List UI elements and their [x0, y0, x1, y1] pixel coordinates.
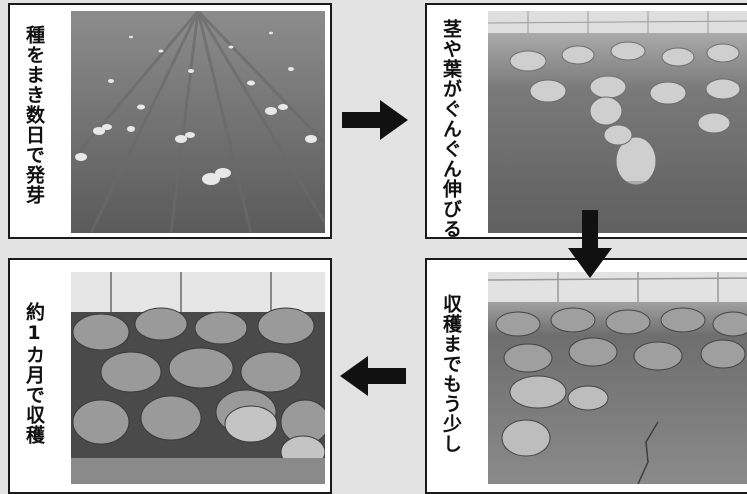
- step-4-photo: [71, 272, 325, 484]
- step-1-photo: [71, 11, 325, 233]
- step-2-photo: [488, 11, 747, 233]
- step-1-panel: 種をまき数日で発芽: [8, 3, 332, 239]
- step-4-caption: 約1カ月で収穫: [23, 302, 45, 445]
- step-2-caption: 茎や葉がぐんぐん伸びる: [440, 19, 462, 239]
- step-1-caption: 種をまき数日で発芽: [23, 25, 45, 205]
- step-3-photo: [488, 272, 747, 484]
- down-arrow-icon: [568, 210, 612, 282]
- step-3-panel: 収穫までもう少し: [425, 258, 747, 494]
- step-2-panel: 茎や葉がぐんぐん伸びる: [425, 3, 747, 239]
- step-3-caption: 収穫までもう少し: [440, 294, 462, 454]
- left-arrow-icon: [340, 356, 406, 400]
- right-arrow-icon: [342, 100, 408, 144]
- step-4-panel: 約1カ月で収穫: [8, 258, 332, 494]
